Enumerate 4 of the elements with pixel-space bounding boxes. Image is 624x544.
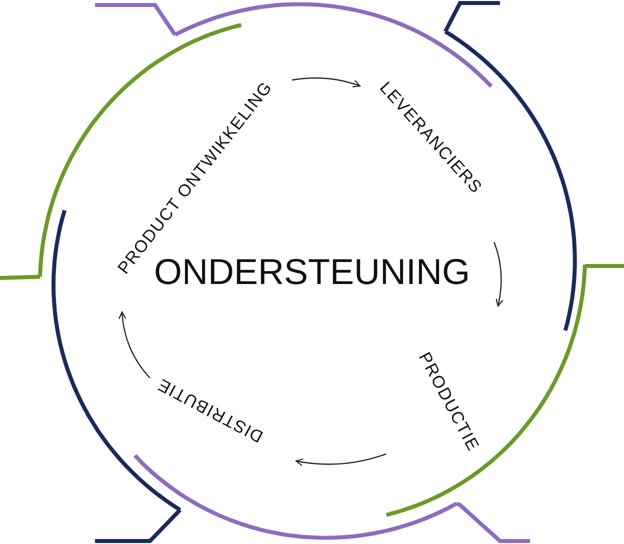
arrow: [493, 242, 504, 307]
arrow: [292, 77, 361, 88]
arrow: [118, 311, 150, 378]
arrow: [295, 453, 386, 466]
